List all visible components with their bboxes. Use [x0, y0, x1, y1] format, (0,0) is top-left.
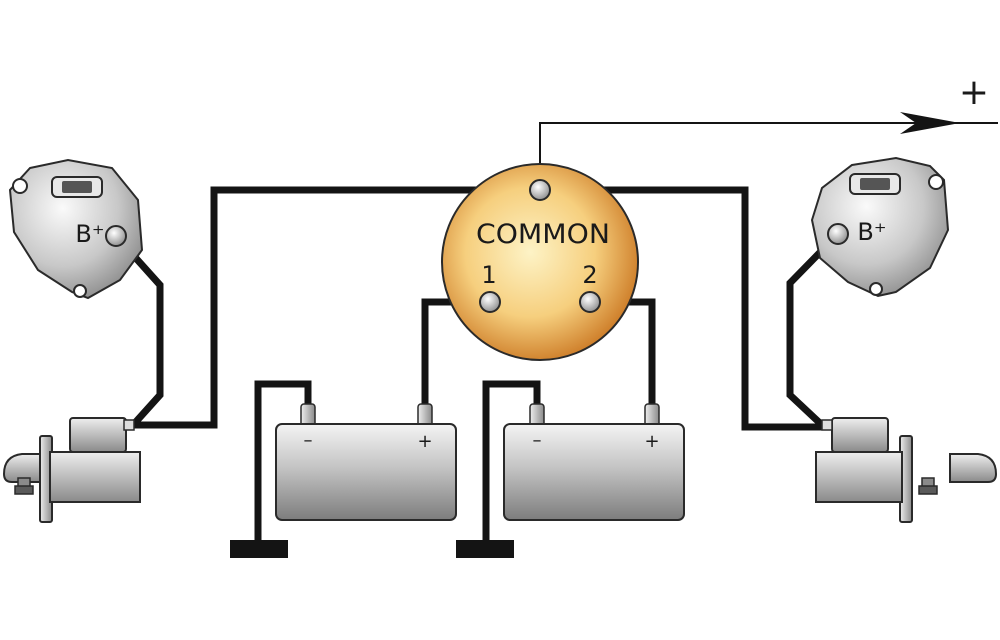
battery-selector-switch: COMMON 1 2 [441, 163, 639, 361]
battery-2: – + [503, 403, 685, 521]
alternator-right-terminal-label: B⁺ [857, 218, 886, 246]
battery-2-post-positive [644, 403, 660, 427]
alternator-right-housing [810, 156, 950, 298]
battery-1-post-negative [300, 403, 316, 427]
battery-1-positive-label: + [417, 431, 432, 452]
output-arrow-icon [900, 112, 960, 134]
starter-left [2, 417, 141, 523]
switch-position-1-label: 1 [481, 261, 496, 289]
output-positive-label: + [959, 72, 989, 113]
ground-2-icon [456, 540, 514, 558]
alternator-left-terminal-label: B⁺ [75, 220, 104, 248]
output-lead: + [539, 72, 998, 190]
switch-common-label: COMMON [476, 219, 610, 250]
wire-right-alternator-to-starter [786, 229, 843, 430]
alternator-right-b-terminal [827, 223, 849, 245]
battery-2-post-negative [529, 403, 545, 427]
battery-1: – + [275, 403, 457, 521]
starter-left-terminal [123, 419, 135, 431]
battery-1-negative-label: – [304, 430, 313, 451]
alternator-left-b-terminal [105, 225, 127, 247]
switch-common-terminal [529, 179, 551, 201]
wire-right-starter-to-common [536, 186, 834, 431]
alternator-left-housing [8, 158, 144, 300]
switch-position-2-terminal [579, 291, 601, 313]
battery-2-body [503, 423, 685, 521]
battery-2-positive-label: + [644, 431, 659, 452]
switch-position-2-label: 2 [582, 261, 597, 289]
wire-left-alternator-to-starter [111, 231, 164, 430]
switch-position-1-terminal [479, 291, 501, 313]
wire-left-starter-to-common [128, 186, 544, 429]
battery-1-post-positive [417, 403, 433, 427]
wire-battery-2-ground [482, 380, 541, 552]
battery-2-negative-label: – [533, 430, 542, 451]
alternator-left: B⁺ [8, 158, 144, 300]
alternator-right: B⁺ [810, 156, 950, 298]
ground-1-icon [230, 540, 288, 558]
starter-right [815, 417, 998, 523]
wire-battery-1-ground [254, 380, 312, 552]
battery-1-body [275, 423, 457, 521]
starter-right-terminal [821, 419, 833, 431]
